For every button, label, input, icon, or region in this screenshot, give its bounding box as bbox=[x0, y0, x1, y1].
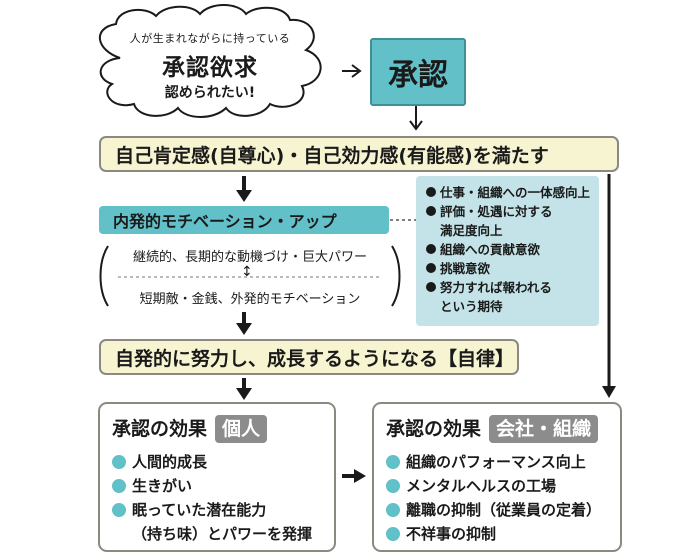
list-item-text-cont: という期待 bbox=[440, 299, 503, 314]
individual-badge: 個人 bbox=[215, 415, 268, 443]
bullet-icon bbox=[426, 206, 436, 216]
organization-badge: 会社・組織 bbox=[489, 415, 599, 443]
list-item-text: 努力すれば報われる bbox=[440, 280, 552, 295]
list-item-text: 組織のパフォーマンス向上 bbox=[406, 453, 586, 471]
bullet-icon bbox=[112, 455, 126, 469]
effect-organization-heading: 承認の効果会社・組織 bbox=[386, 414, 599, 443]
list-item-text: 組織への貢献意欲 bbox=[440, 242, 541, 257]
effect-title: 承認の効果 bbox=[112, 418, 208, 440]
extrinsic-motivation-text: 短期敵・金銭、外発的モチベーション bbox=[139, 292, 361, 307]
list-item: 組織への貢献意欲 bbox=[426, 240, 593, 259]
cloud-title: 承認欲求 bbox=[162, 55, 258, 81]
self-esteem-box: 自己肯定感(自尊心)・自己効力感(有能感)を満たす bbox=[99, 136, 619, 172]
effect-individual-heading: 承認の効果個人 bbox=[112, 414, 268, 443]
list-item-text: 人間的成長 bbox=[132, 453, 208, 471]
list-item: 人間的成長 bbox=[112, 450, 328, 474]
list-item: 組織のパフォーマンス向上 bbox=[386, 450, 614, 474]
motivation-comparison: 継続的、長期的な動機づけ・巨大パワー ↕ 短期敵・金銭、外発的モチベーション bbox=[100, 242, 400, 308]
list-item: 仕事・組織への一体感向上 bbox=[426, 183, 593, 202]
autonomy-box: 自発的に努力し、成長するようになる【自律】 bbox=[99, 339, 519, 375]
list-item-text: 眠っていた潜在能力 bbox=[132, 501, 267, 519]
list-item-text: メンタルヘルスの工場 bbox=[406, 477, 557, 495]
list-item: 眠っていた潜在能力 （持ち味）とパワーを発揮 bbox=[112, 498, 328, 546]
list-item-text: 評価・処遇に対する bbox=[440, 204, 553, 219]
bullet-icon bbox=[426, 263, 436, 273]
bullet-icon bbox=[386, 455, 400, 469]
effect-organization-box: 承認の効果会社・組織 組織のパフォーマンス向上 メンタルヘルスの工場 離職の抑制… bbox=[372, 402, 622, 552]
cloud-shape bbox=[98, 4, 322, 118]
benefits-panel: 仕事・組織への一体感向上 評価・処遇に対する満足度向上 組織への貢献意欲 挑戦意… bbox=[416, 176, 599, 326]
bullet-icon bbox=[112, 503, 126, 517]
cloud-caption: 人が生まれながらに持っている bbox=[129, 32, 291, 45]
bullet-icon bbox=[426, 244, 436, 254]
list-item-text: 挑戦意欲 bbox=[440, 261, 491, 276]
cloud-subtitle: 認められたい! bbox=[164, 85, 256, 101]
intrinsic-motivation-text: 継続的、長期的な動機づけ・巨大パワー bbox=[132, 250, 367, 265]
effect-individual-box: 承認の効果個人 人間的成長 生きがい 眠っていた潜在能力 （持ち味）とパワーを発揮 bbox=[98, 402, 336, 552]
bullet-icon bbox=[386, 479, 400, 493]
effect-organization-list: 組織のパフォーマンス向上 メンタルヘルスの工場 離職の抑制（従業員の定着） 不祥… bbox=[386, 450, 614, 546]
list-item: 不祥事の抑制 bbox=[386, 522, 614, 546]
list-item-text: 不祥事の抑制 bbox=[406, 525, 497, 543]
approval-box: 承認 bbox=[370, 38, 466, 106]
updown-arrow-icon: ↕ bbox=[241, 264, 253, 280]
list-item: 評価・処遇に対する満足度向上 bbox=[426, 202, 593, 240]
list-item-text: 生きがい bbox=[132, 477, 193, 495]
list-item-text: 仕事・組織への一体感向上 bbox=[440, 185, 591, 200]
list-item: 離職の抑制（従業員の定着） bbox=[386, 498, 614, 522]
bullet-icon bbox=[426, 187, 436, 197]
bullet-icon bbox=[112, 479, 126, 493]
list-item-text-cont: （持ち味）とパワーを発揮 bbox=[132, 525, 313, 543]
list-item: メンタルヘルスの工場 bbox=[386, 474, 614, 498]
approval-desire-cloud: 人が生まれながらに持っている 承認欲求 認められたい! bbox=[100, 22, 320, 102]
list-item: 努力すれば報われるという期待 bbox=[426, 278, 593, 316]
bullet-icon bbox=[386, 527, 400, 541]
list-item: 挑戦意欲 bbox=[426, 259, 593, 278]
bullet-icon bbox=[386, 503, 400, 517]
bullet-icon bbox=[426, 282, 436, 292]
list-item-text-cont: 満足度向上 bbox=[440, 223, 503, 238]
list-item: 生きがい bbox=[112, 474, 328, 498]
effect-title: 承認の効果 bbox=[386, 418, 482, 440]
effect-individual-list: 人間的成長 生きがい 眠っていた潜在能力 （持ち味）とパワーを発揮 bbox=[112, 450, 328, 546]
intrinsic-motivation-bar: 内発的モチベーション・アップ bbox=[99, 206, 389, 234]
list-item-text: 離職の抑制（従業員の定着） bbox=[406, 501, 602, 519]
